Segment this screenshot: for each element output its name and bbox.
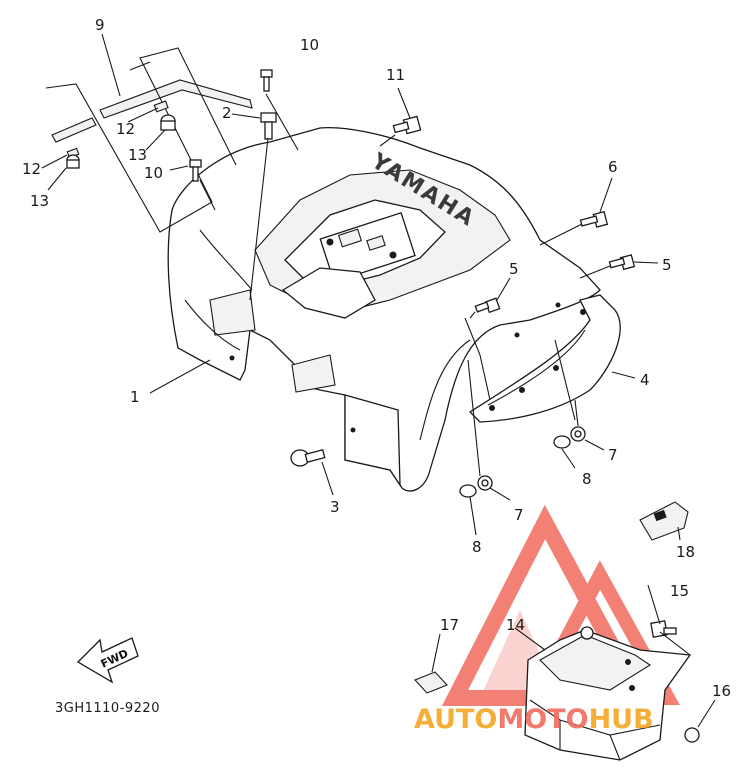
callout-9: 9 (95, 16, 105, 34)
callout-4: 4 (640, 371, 650, 389)
callout-13-lower: 13 (30, 192, 49, 210)
bolt-fasteners (66, 69, 700, 743)
callout-6: 6 (608, 158, 618, 176)
callout-16: 16 (712, 682, 731, 700)
callout-17: 17 (440, 616, 459, 634)
side-stay-bracket (45, 47, 253, 233)
callout-12-upper: 12 (116, 120, 135, 138)
tool-box (524, 626, 692, 761)
watermark-text-left: AUTO (414, 704, 497, 735)
callout-12-lower: 12 (22, 160, 41, 178)
part-17-pad (414, 671, 448, 694)
callout-7-upper: 7 (608, 446, 618, 464)
leader-lines (41, 33, 716, 728)
rear-flap (468, 294, 621, 423)
callout-10-left: 10 (144, 164, 163, 182)
callout-2: 2 (222, 104, 232, 122)
callout-5-right: 5 (662, 256, 672, 274)
watermark-text: AUTOMOTOHUB (414, 704, 654, 735)
callout-15: 15 (670, 582, 689, 600)
part-18-clip (639, 501, 689, 541)
callout-13-upper: 13 (128, 146, 147, 164)
callout-labels: 1 2 3 4 5 5 6 7 7 8 8 9 10 10 11 12 12 1… (22, 16, 731, 700)
forward-direction-arrow: FWD (76, 637, 139, 684)
diagram-part-code: 3GH1110-9220 (55, 701, 160, 716)
callout-8-upper: 8 (582, 470, 592, 488)
callout-7-lower: 7 (514, 506, 524, 524)
callout-1: 1 (130, 388, 140, 406)
callout-18: 18 (676, 543, 695, 561)
callout-5-left: 5 (509, 260, 519, 278)
callout-8-lower: 8 (472, 538, 482, 556)
watermark-text-right: HUB (589, 704, 654, 735)
watermark-text-mid: MOTO (497, 704, 588, 735)
callout-3: 3 (330, 498, 340, 516)
callout-14: 14 (506, 616, 525, 634)
rear-fender (167, 127, 601, 492)
svg-text:AUTOMOTOHUB: AUTOMOTOHUB (414, 704, 654, 735)
callout-11: 11 (386, 66, 405, 84)
callout-10-top: 10 (300, 36, 319, 54)
